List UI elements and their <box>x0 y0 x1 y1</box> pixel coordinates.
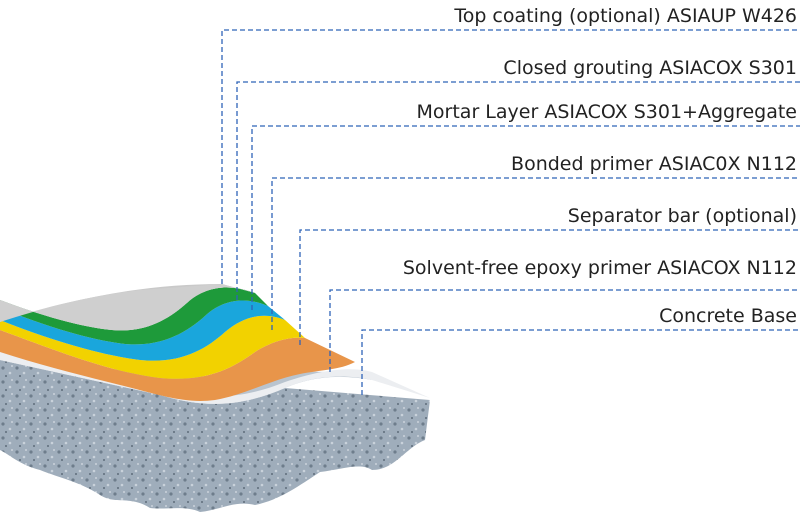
closed-grouting-layer <box>0 287 268 345</box>
concrete-base-side <box>0 360 430 512</box>
leader-line <box>236 81 800 300</box>
leader-line <box>299 229 800 345</box>
layer-label: Top coating (optional) ASIAUP W426 <box>453 5 797 27</box>
leader-line <box>361 329 800 395</box>
mortar-layer <box>0 300 285 361</box>
layer-label: Bonded primer ASIAC0X N112 <box>511 153 797 175</box>
layer-label: Closed grouting ASIACOX S301 <box>503 57 797 79</box>
layer-label: Concrete Base <box>659 305 797 327</box>
layer-label: Mortar Layer ASIACOX S301+Aggregate <box>417 101 797 123</box>
leader-line <box>271 177 800 330</box>
epoxy-primer-layer <box>0 330 355 401</box>
separator-layer <box>0 352 430 404</box>
layer-labels: Top coating (optional) ASIAUP W426Closed… <box>403 5 797 327</box>
leader-line <box>329 289 800 372</box>
bonded-primer-layer <box>0 315 305 379</box>
layer-label: Separator bar (optional) <box>568 205 797 227</box>
leader-line <box>221 29 800 284</box>
layer-label: Solvent-free epoxy primer ASIACOX N112 <box>403 257 797 279</box>
leader-lines <box>221 29 800 395</box>
leader-line <box>251 125 800 310</box>
top-coating-surface <box>0 284 255 331</box>
